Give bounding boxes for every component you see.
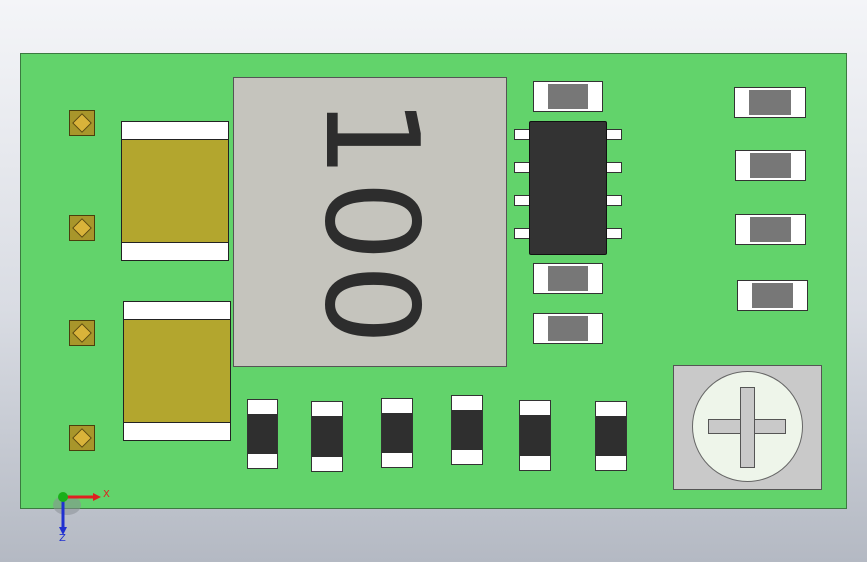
power-inductor	[233, 77, 507, 367]
smd-resistor-vertical	[519, 400, 551, 471]
smd-resistor-vertical	[247, 399, 278, 469]
smd-resistor-vertical	[451, 395, 483, 465]
ic-pin	[606, 129, 622, 140]
ic-pin	[606, 195, 622, 206]
ic-pin	[606, 228, 622, 239]
inductor-marking-text: 100	[296, 96, 445, 348]
inductor-marking: 100	[233, 77, 507, 367]
z-axis-label: Z	[59, 533, 66, 544]
smd-resistor	[734, 87, 806, 118]
smd-resistor-vertical	[381, 398, 413, 468]
ic-chip	[529, 121, 607, 255]
ic-pin	[514, 129, 530, 140]
z-axis-arrowhead	[59, 527, 67, 535]
ic-pin	[514, 195, 530, 206]
smd-resistor-vertical	[311, 401, 343, 472]
smd-resistor	[533, 263, 603, 294]
edge-pad	[69, 215, 95, 241]
ic-pin	[514, 228, 530, 239]
smd-resistor	[533, 81, 603, 112]
smd-resistor	[735, 214, 806, 245]
ic-pin	[606, 162, 622, 173]
smd-resistor	[735, 150, 806, 181]
tantalum-capacitor	[123, 301, 231, 441]
edge-pad	[69, 110, 95, 136]
ic-pin	[514, 162, 530, 173]
tantalum-capacitor	[121, 121, 229, 261]
smd-resistor	[737, 280, 808, 311]
smd-resistor	[533, 313, 603, 344]
edge-pad	[69, 320, 95, 346]
edge-pad	[69, 425, 95, 451]
smd-resistor-vertical	[595, 401, 627, 471]
screw-slot-center	[741, 420, 754, 433]
